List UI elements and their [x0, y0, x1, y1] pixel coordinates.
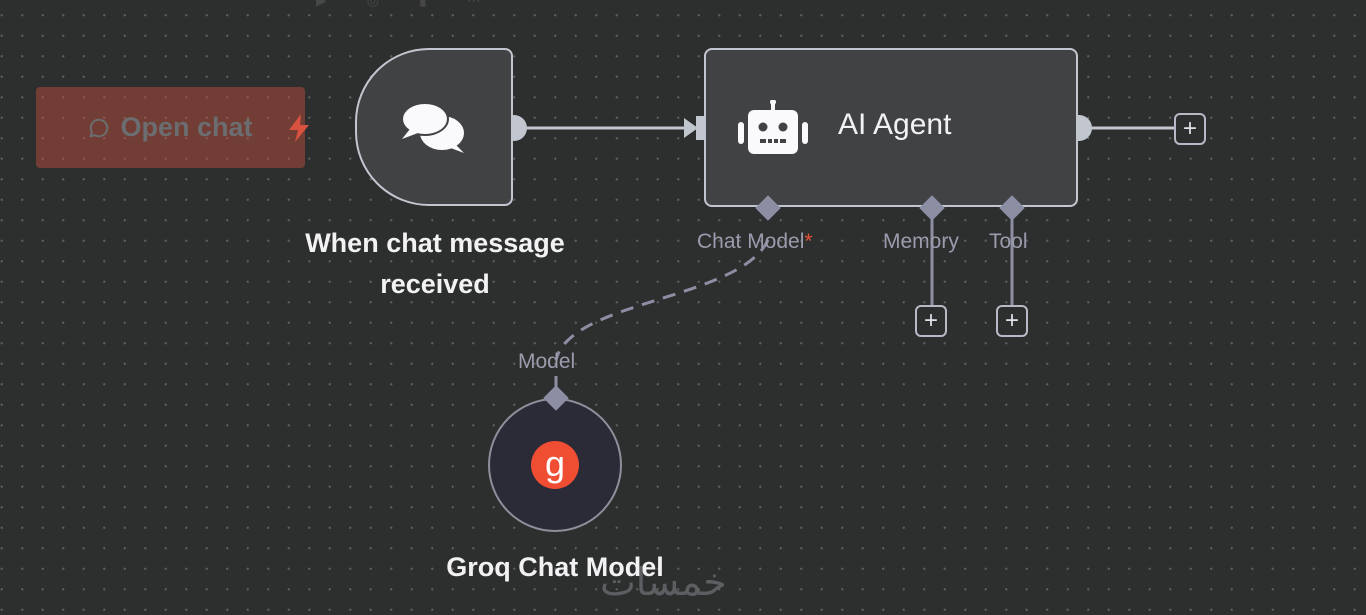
trigger-title-line2: received — [380, 269, 490, 299]
chat-bubbles-icon — [401, 102, 464, 153]
open-chat-label: Open chat — [120, 112, 253, 142]
groq-node-title: Groq Chat Model — [446, 552, 664, 582]
ai-agent-title: AI Agent — [838, 108, 952, 141]
add-next-node-button[interactable]: + — [1174, 113, 1206, 145]
robot-icon — [738, 100, 808, 154]
chat-model-port-label: Chat Model* — [697, 230, 813, 253]
connection-arrow — [684, 118, 698, 138]
add-tool-button[interactable]: + — [996, 305, 1028, 337]
groq-chat-model-node[interactable]: g — [488, 398, 622, 532]
trigger-node-title: When chat message received — [270, 223, 600, 305]
chat-bubble-icon — [89, 118, 109, 138]
add-memory-button[interactable]: + — [915, 305, 947, 337]
lightning-icon — [289, 114, 309, 142]
ai-agent-node[interactable] — [704, 48, 1078, 207]
play-icon[interactable]: ▶ — [316, 0, 327, 9]
watermark-logo: خمسات — [600, 560, 727, 604]
history-icon[interactable]: ◎ — [367, 0, 379, 9]
required-marker: * — [804, 230, 813, 253]
chat-trigger-node[interactable] — [355, 48, 513, 206]
model-port-label: Model — [518, 350, 576, 373]
memory-port-label: Memory — [883, 230, 959, 253]
groq-logo-icon: g — [531, 441, 579, 489]
trigger-title-line1: When chat message — [305, 228, 565, 258]
trash-icon[interactable]: ▮ — [419, 0, 427, 9]
canvas-toolbar: ▶ ◎ ▮ ⋯ — [316, 0, 481, 8]
open-chat-button[interactable]: Open chat — [36, 87, 305, 168]
tool-port-label: Tool — [989, 230, 1028, 253]
more-icon[interactable]: ⋯ — [467, 0, 481, 9]
